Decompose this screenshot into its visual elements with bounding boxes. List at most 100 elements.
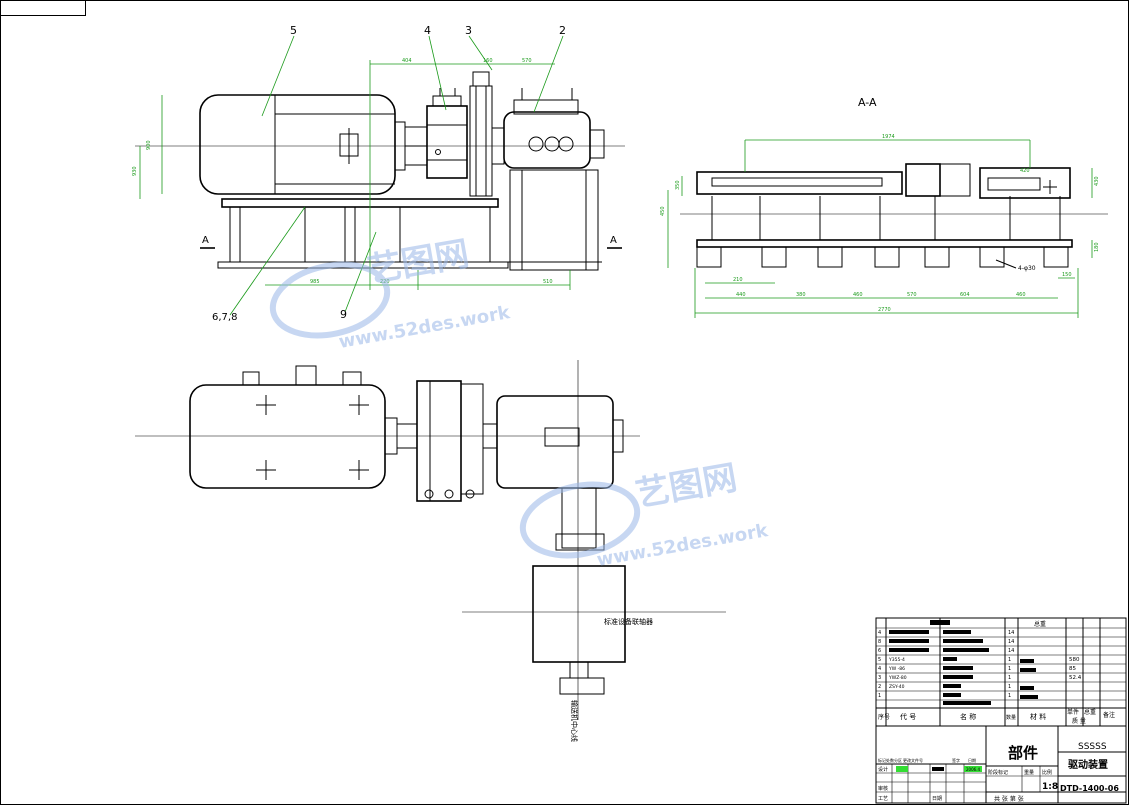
dim-350: 350: [675, 180, 681, 190]
bom-row-qty: 1: [1008, 666, 1011, 672]
gearbox-top: [513, 99, 579, 115]
bom-col-code: 代 号: [900, 712, 916, 721]
title-company: SSSSS: [1078, 742, 1107, 752]
note-coupling: 标准设备联轴器: [604, 617, 653, 626]
bom-col-name: 名 称: [960, 712, 976, 721]
bom-col-unit-weight: 单件: [1067, 708, 1079, 716]
balloon-6-7-8: 6,7,8: [212, 312, 237, 323]
title-part-type: 部件: [1008, 744, 1038, 762]
title-drawing-name: 驱动装置: [1068, 758, 1108, 771]
bom-row-no: 8: [878, 639, 881, 645]
rev-label-zone: 分区: [894, 757, 902, 763]
bom-row-qty: 14: [1008, 639, 1014, 645]
bom-row-weight: 52.4: [1069, 675, 1082, 681]
base-frame-top: [221, 198, 499, 208]
gearbox-body: [503, 111, 591, 169]
gearbox-output-shaft: [589, 129, 605, 159]
section-title: A-A: [858, 96, 877, 109]
title-sheet-info: 共 张 第 张: [994, 795, 1024, 803]
bom-col-remarks: 备注: [1103, 711, 1115, 719]
title-drawing-no: DTD-1400-06: [1060, 784, 1119, 793]
motor-body: [199, 94, 396, 195]
driven-pulley-plan: [532, 565, 626, 663]
sign-row-review: 审核: [878, 785, 888, 792]
coupling-section: [939, 163, 971, 197]
bom-row-qty: 1: [1008, 684, 1011, 690]
bom-row-code: YW -86: [888, 666, 905, 672]
gearbox-stand: [509, 169, 599, 271]
section-mark-a-left: A: [202, 235, 209, 246]
dim-1974: 1974: [882, 134, 895, 140]
dim-985: 985: [310, 279, 320, 285]
gear-circle-1: [528, 136, 544, 152]
watermark-brand-2: 艺图网: [633, 458, 740, 515]
rev-label-change: 更改文件号: [903, 757, 923, 763]
dim-460b: 460: [1016, 292, 1026, 298]
dim-160: 160: [483, 58, 493, 64]
dim-604: 604: [960, 292, 970, 298]
title-block: [875, 725, 1127, 804]
title-stage-label: 阶段标记: [988, 769, 1008, 776]
bom-row-no: 1: [878, 693, 881, 699]
title-date-value: 2006.4: [966, 767, 980, 772]
dim-380: 380: [796, 292, 806, 298]
bom-row-no: 3: [878, 675, 881, 681]
dim-210: 210: [733, 277, 743, 283]
section-view: [667, 139, 1108, 318]
rev-label-date: 日期: [968, 757, 976, 763]
dim-900: 900: [146, 140, 152, 150]
bom-col-no: 序号: [878, 713, 890, 721]
title-scale: 1:8: [1042, 782, 1058, 792]
bom-row-weight: 85: [1069, 666, 1076, 672]
bom-row-no: 5: [878, 657, 881, 663]
brake-bolt-icon: [435, 149, 441, 155]
bom-col-material: 材 料: [1030, 712, 1046, 721]
dim-150: 150: [1062, 272, 1072, 278]
dim-bolt-holes: 4-φ30: [1018, 265, 1036, 272]
brake-section: [905, 163, 941, 197]
dim-430: 430: [1094, 176, 1100, 186]
brake-drum: [469, 85, 493, 197]
motor-section-inner: [711, 177, 883, 187]
dim-404: 404: [402, 58, 412, 64]
title-scale-label: 比例: [1042, 769, 1052, 776]
dim-450: 450: [660, 206, 666, 216]
bom-row-no: 4: [878, 666, 881, 672]
watermark-brand-1: 艺图网: [365, 234, 472, 291]
dim-440: 440: [736, 292, 746, 298]
bom-row-code: Y355-4: [888, 657, 905, 663]
dim-510: 510: [543, 279, 553, 285]
dim-2770: 2770: [878, 307, 891, 313]
motor-section: [696, 171, 903, 195]
balloon-3: 3: [465, 24, 472, 37]
bom-col-qty: 数量: [1006, 714, 1016, 721]
bom-row-qty: 1: [1008, 657, 1011, 663]
brake-top-cap: [432, 95, 462, 107]
section-frame-top: [696, 239, 1073, 248]
bom-row-no: 4: [878, 630, 881, 636]
plan-view: [135, 360, 726, 720]
watermark-2: 艺图网 www.52des.work: [519, 458, 770, 571]
bom-header-title: 总重: [1034, 620, 1046, 628]
dim-570: 570: [522, 58, 532, 64]
dim-570b: 570: [907, 292, 917, 298]
bom-row-qty: 14: [1008, 648, 1014, 654]
gearbox-section: [979, 167, 1071, 199]
bom-col-total-weight: 总重: [1084, 708, 1096, 716]
brake-drum-plan: [460, 383, 484, 495]
dim-180: 180: [1094, 242, 1100, 252]
bom-row-weight: 580: [1069, 657, 1080, 663]
elevation-view: [135, 35, 625, 316]
balloon-9: 9: [340, 308, 347, 321]
title-weight-label: 重量: [1024, 769, 1034, 776]
motor-plan: [189, 384, 386, 489]
bom-row-no: 2: [878, 684, 881, 690]
watermark-1: 艺图网 www.52des.work: [269, 234, 512, 353]
balloon-2: 2: [559, 24, 566, 37]
rev-label-mark: 标记: [878, 757, 886, 763]
rev-label-count: 处数: [886, 757, 894, 763]
